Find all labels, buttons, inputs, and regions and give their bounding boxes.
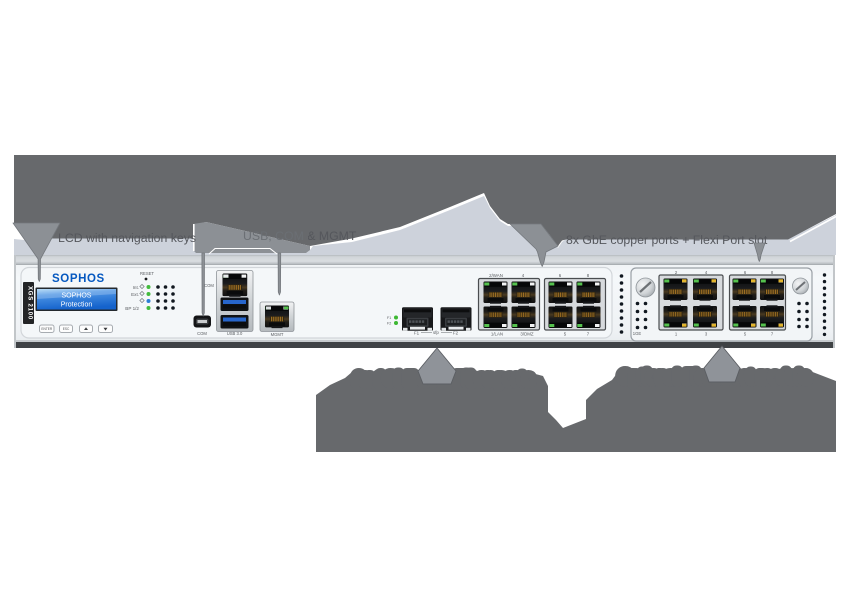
svg-text:7: 7 xyxy=(771,332,774,337)
svg-text:4: 4 xyxy=(705,270,708,275)
svg-text:USB, COM & MGMT: USB, COM & MGMT xyxy=(243,229,357,243)
svg-text:COM: COM xyxy=(204,283,214,288)
svg-text:2/WAN: 2/WAN xyxy=(489,273,503,278)
svg-text:2: 2 xyxy=(675,270,678,275)
svg-text:XGS 2100: XGS 2100 xyxy=(27,286,33,320)
svg-text:SOPHOS: SOPHOS xyxy=(52,273,105,285)
svg-text:7: 7 xyxy=(587,332,590,337)
svg-text:RESET: RESET xyxy=(140,271,154,276)
svg-text:4: 4 xyxy=(522,273,525,278)
svg-text:3/DMZ: 3/DMZ xyxy=(520,332,533,337)
svg-text:1GE: 1GE xyxy=(633,331,642,336)
svg-text:1/LAN: 1/LAN xyxy=(491,332,503,337)
svg-text:USB, COM & MGMT: USB, COM & MGMT xyxy=(243,229,357,243)
svg-text:Int.: Int. xyxy=(133,285,139,290)
svg-text:F1: F1 xyxy=(414,331,420,336)
svg-text:8: 8 xyxy=(771,270,774,275)
svg-text:6: 6 xyxy=(744,270,747,275)
svg-text:USB 3.0: USB 3.0 xyxy=(227,331,243,336)
svg-text:6: 6 xyxy=(559,273,562,278)
svg-text:F2: F2 xyxy=(453,331,459,336)
svg-text:Protection: Protection xyxy=(61,302,93,309)
svg-text:1: 1 xyxy=(675,332,678,337)
svg-text:F2: F2 xyxy=(387,322,391,326)
svg-text:sfp: sfp xyxy=(433,330,439,335)
svg-text:COM: COM xyxy=(197,331,207,336)
svg-text:5: 5 xyxy=(744,332,747,337)
svg-text:BP 1/2: BP 1/2 xyxy=(125,306,139,311)
svg-text:F1: F1 xyxy=(387,316,391,320)
svg-text:LCD with navigation keys: LCD with navigation keys xyxy=(58,231,196,245)
svg-text:SOPHOS: SOPHOS xyxy=(62,293,92,300)
svg-text:8x GbE copper ports + Flexi Po: 8x GbE copper ports + Flexi Port slot xyxy=(566,233,768,247)
svg-text:ENTER: ENTER xyxy=(41,327,53,331)
svg-text:3: 3 xyxy=(705,332,708,337)
svg-text:ESC: ESC xyxy=(63,327,70,331)
svg-text:5: 5 xyxy=(564,332,567,337)
svg-text:MGMT: MGMT xyxy=(271,332,284,337)
svg-text:8: 8 xyxy=(587,273,590,278)
svg-text:Ext.: Ext. xyxy=(131,292,139,297)
